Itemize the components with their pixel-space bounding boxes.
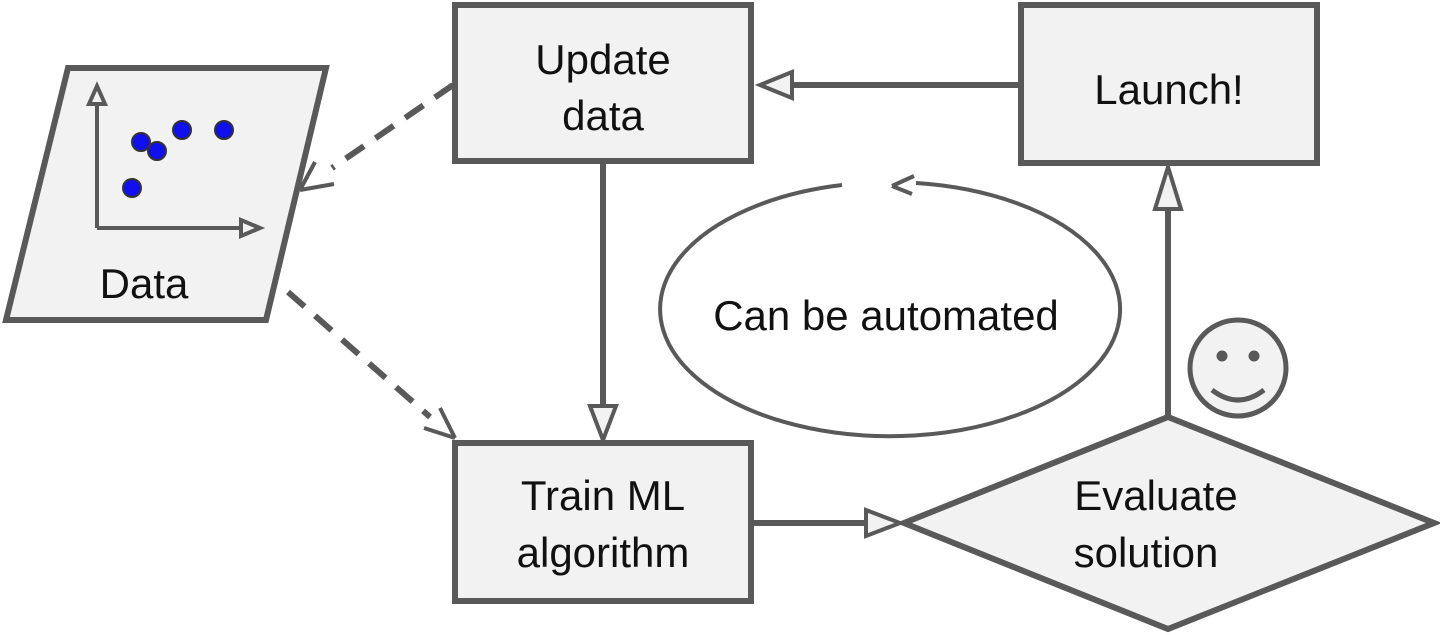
arrow-launch-to-update <box>754 69 1021 101</box>
data-point <box>147 141 167 161</box>
data-point <box>172 120 192 140</box>
data-shape <box>2 65 330 323</box>
launch-box <box>1018 2 1320 166</box>
train-box <box>452 440 754 604</box>
open-arrowhead <box>298 161 335 192</box>
loop-arrowhead <box>891 174 915 196</box>
dashed-line <box>286 289 432 420</box>
evaluate-label-line1: Evaluate <box>1074 472 1237 519</box>
smiley-mouth <box>1210 387 1266 403</box>
update-data-label-line1: Update <box>535 36 670 83</box>
arrow-update-to-train <box>587 161 619 446</box>
update-data-node: Update data <box>452 2 754 164</box>
loop-ellipse <box>658 181 1123 439</box>
train-label-line2: algorithm <box>517 529 690 576</box>
dashed-arrow-update-to-data <box>298 82 455 192</box>
arrowhead <box>1152 160 1184 211</box>
automation-loop: Can be automated <box>658 174 1123 439</box>
smiley-eye <box>1216 350 1228 362</box>
automation-label: Can be automated <box>713 292 1059 339</box>
launch-label: Launch! <box>1094 66 1243 113</box>
arrowhead <box>864 507 906 539</box>
arrowhead <box>587 404 619 446</box>
launch-node: Launch! <box>1018 2 1320 166</box>
dashed-line <box>330 82 455 171</box>
evaluate-diamond <box>895 413 1440 633</box>
open-arrowhead <box>423 407 457 440</box>
data-label: Data <box>100 260 189 307</box>
scatter-plot-icon <box>85 81 266 240</box>
arrow-train-to-evaluate <box>751 507 906 539</box>
evaluate-label-line2: solution <box>1074 529 1219 576</box>
smiley-face-icon <box>1187 317 1289 419</box>
x-axis-arrowhead <box>239 216 266 240</box>
train-label-line1: Train ML <box>521 472 685 519</box>
arrowhead <box>754 69 794 101</box>
smiley-eye <box>1248 350 1260 362</box>
data-point <box>131 132 151 152</box>
train-node: Train ML algorithm <box>452 440 754 604</box>
update-data-box <box>452 2 754 164</box>
evaluate-node: Evaluate solution <box>895 413 1440 633</box>
y-axis-arrowhead <box>85 81 109 106</box>
update-data-label-line2: data <box>562 92 644 139</box>
data-point <box>122 178 142 198</box>
data-point <box>214 120 234 140</box>
arrow-evaluate-to-launch <box>1152 160 1184 417</box>
dashed-arrow-data-to-train <box>286 289 457 440</box>
data-node: Data <box>2 65 330 323</box>
